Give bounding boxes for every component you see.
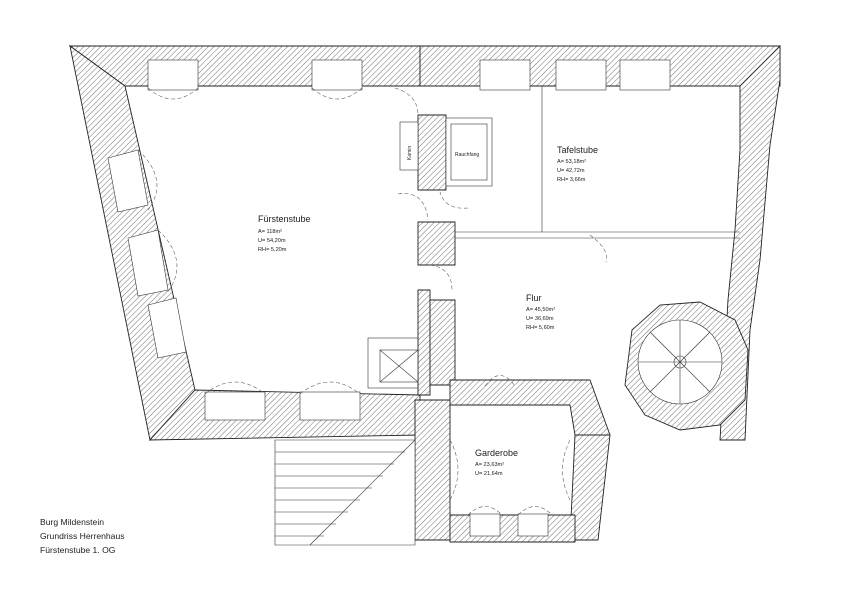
garderobe-wall-east — [569, 434, 611, 541]
stair-outline — [274, 439, 416, 546]
window-swing — [137, 149, 158, 211]
svg-text:RH= 5,60m: RH= 5,60m — [526, 325, 555, 331]
door-swing — [589, 234, 607, 263]
window-niche-g1 — [469, 513, 501, 537]
plan-caption: Burg Mildenstein Grundriss Herrenhaus Fü… — [40, 515, 125, 557]
svg-text:RH= 3,66m: RH= 3,66m — [557, 177, 586, 183]
north-wall — [68, 45, 421, 87]
room-label-fuerstenstube: Fürstenstube A= 118m² U= 54,20m RH= 5,20… — [258, 214, 311, 253]
interior-wall-main — [417, 114, 447, 191]
spiral-stair-steps — [638, 320, 722, 404]
stair-steps — [275, 439, 416, 546]
window-niche-w1 — [107, 149, 149, 213]
svg-text:Fürstenstube: Fürstenstube — [258, 214, 311, 224]
garderobe-wall-west — [414, 399, 451, 541]
window-swing — [147, 87, 199, 100]
interior-wall-main-lower — [417, 221, 456, 266]
window-niche-n4 — [555, 59, 607, 91]
room-label-garderobe: Garderobe A= 23,63m² U= 21,64m — [475, 448, 518, 477]
caption-line-2: Grundriss Herrenhaus — [40, 531, 125, 541]
window-niche-s1 — [204, 391, 266, 421]
svg-text:A= 118m²: A= 118m² — [258, 229, 282, 235]
window-swing — [517, 506, 553, 516]
window-niche-n2 — [311, 59, 363, 91]
window-swing — [299, 381, 361, 395]
room-label-tafelstube: Tafelstube A= 53,18m² U= 42,72m RH= 3,66… — [557, 145, 598, 183]
door-swing — [429, 264, 453, 291]
svg-text:U= 42,72m: U= 42,72m — [557, 168, 585, 174]
svg-text:Garderobe: Garderobe — [475, 448, 518, 458]
kamin-box — [399, 121, 419, 171]
window-niche-n1 — [147, 59, 199, 91]
window-niche-n3 — [479, 59, 531, 91]
window-swing — [204, 381, 266, 395]
interior-wall-col — [417, 289, 431, 396]
window-niche-w2 — [127, 229, 169, 297]
door-swing — [397, 193, 429, 221]
svg-text:A= 53,18m²: A= 53,18m² — [557, 159, 586, 165]
svg-text:A= 45,50m²: A= 45,50m² — [526, 307, 555, 313]
window-swing — [449, 439, 459, 501]
window-niche-n5 — [619, 59, 671, 91]
south-wall-west — [148, 389, 421, 441]
svg-text:U= 21,64m: U= 21,64m — [475, 471, 503, 477]
garderobe-wall-north — [449, 379, 611, 436]
room-label-flur: Flur A= 45,50m² U= 36,69m RH= 5,60m — [526, 293, 555, 331]
kamin-label: Kamin — [407, 146, 413, 160]
interior-wall-flur-block — [429, 299, 456, 386]
window-niche-g2 — [517, 513, 549, 537]
caption-line-1: Burg Mildenstein — [40, 517, 105, 527]
door-swing — [439, 191, 469, 209]
rauchfang-inner — [450, 123, 488, 181]
window-niche-w3 — [147, 297, 187, 359]
svg-text:U= 36,69m: U= 36,69m — [526, 316, 554, 322]
svg-text:A= 23,63m²: A= 23,63m² — [475, 462, 504, 468]
svg-text:RH= 5,20m: RH= 5,20m — [258, 247, 287, 253]
rauchfang-label: Rauchfang — [455, 152, 479, 158]
svg-text:U= 54,20m: U= 54,20m — [258, 238, 286, 244]
caption-line-3: Fürstenstube 1. OG — [40, 545, 116, 555]
door-swing — [484, 375, 516, 387]
door-swing — [394, 87, 419, 116]
window-niche-s2 — [299, 391, 361, 421]
window-swing — [311, 87, 363, 100]
window-swing — [467, 506, 503, 516]
garderobe-wall-south — [449, 514, 576, 543]
svg-text:Flur: Flur — [526, 293, 542, 303]
window-swing — [562, 439, 571, 501]
svg-text:Tafelstube: Tafelstube — [557, 145, 598, 155]
window-swing — [157, 229, 178, 293]
